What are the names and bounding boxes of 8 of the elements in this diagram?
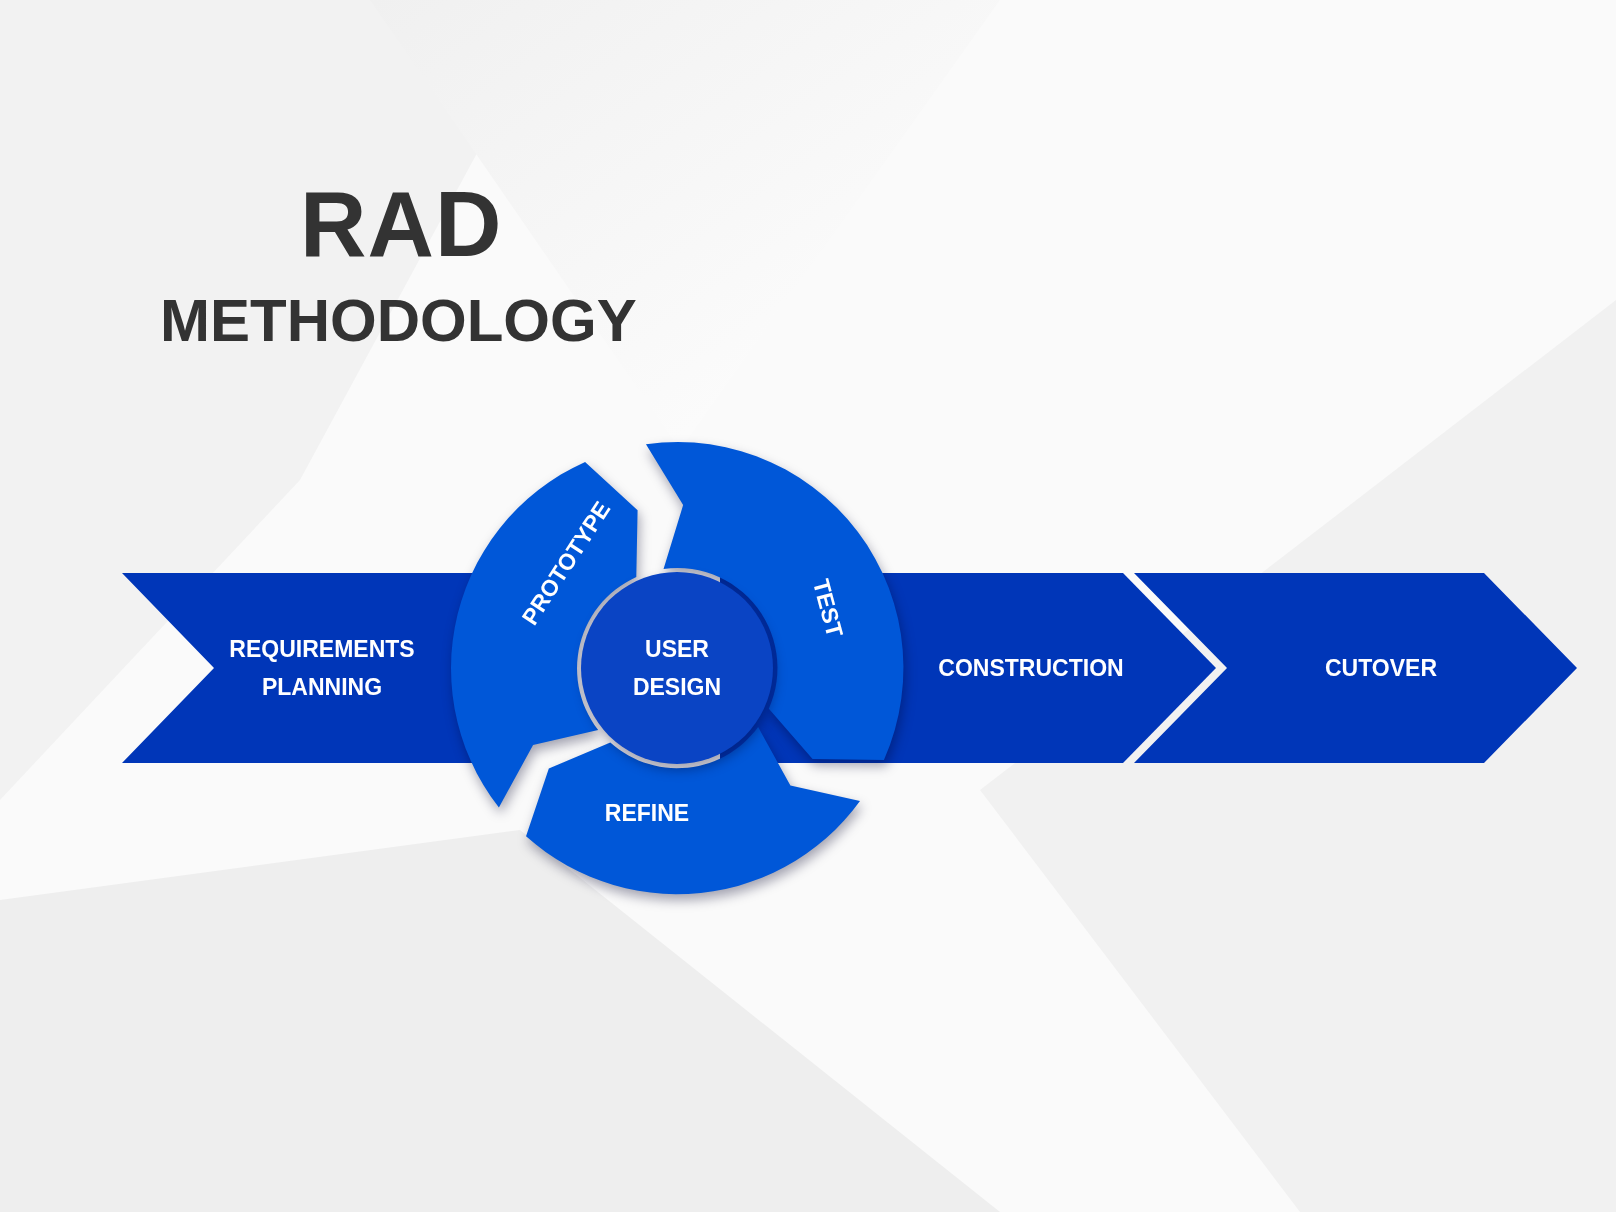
stage-label: TEST: [806, 575, 850, 642]
stage-label: CONSTRUCTION: [937, 654, 1125, 683]
subtitle: METHODOLOGY: [160, 286, 637, 355]
title: RAD: [300, 172, 503, 277]
stage-label: REQUIREMENTS PLANNING: [228, 635, 416, 702]
stage-label: USER DESIGN: [631, 635, 723, 702]
stage-label: CUTOVER: [1323, 654, 1438, 683]
stage-label: REFINE: [603, 799, 691, 828]
